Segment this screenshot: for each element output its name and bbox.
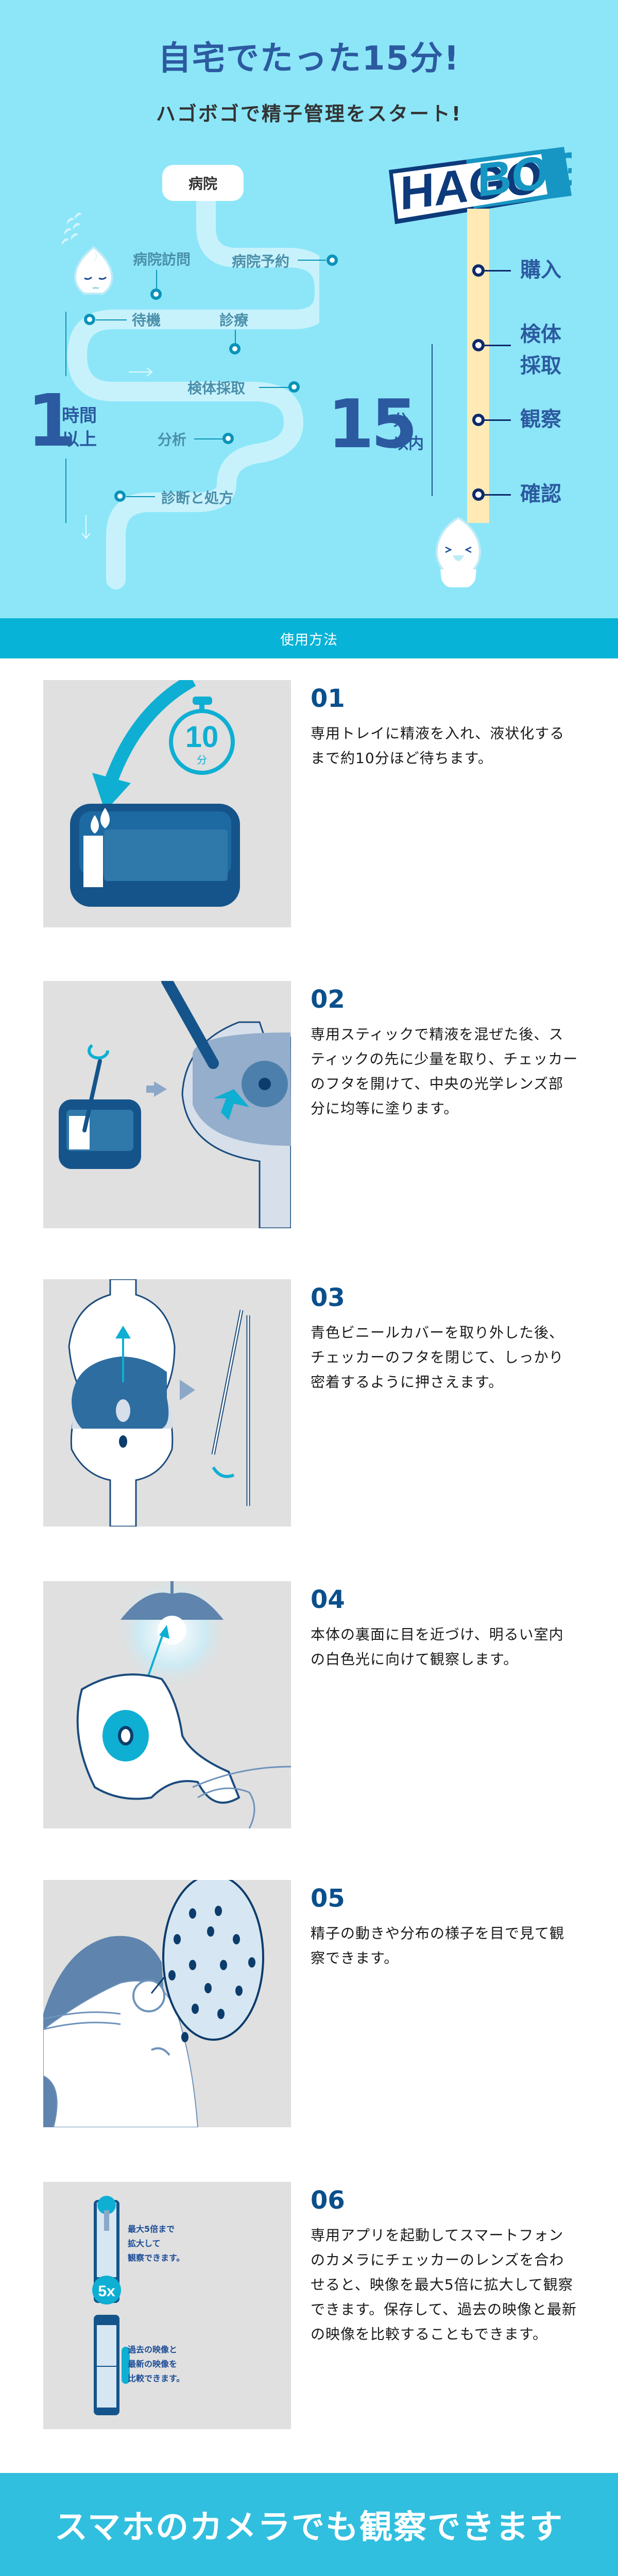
light-observe-illustration (76, 1581, 291, 1828)
cover-removal-illustration (68, 1279, 250, 1527)
route-label-analysis: 分析 (158, 431, 187, 448)
zoom-caption: 最大5倍まで 拡大して 観察できます。 (128, 2222, 184, 2265)
route-connector (298, 260, 326, 261)
step-illustration (43, 981, 291, 1228)
usage-step: 02 専用スティックで精液を混ぜた後、スティックの先に少量を取り、チェッカーのフ… (0, 981, 618, 1228)
svg-text:BOGO: BOGO (477, 147, 572, 207)
hagobogo-connector (484, 419, 511, 421)
mascot-happy-icon (435, 516, 482, 587)
hagobogo-duration-number: 15 (328, 385, 418, 463)
svg-text:分: 分 (197, 754, 207, 766)
zoom-caption-line: 拡大して (128, 2239, 161, 2248)
step-illustration: 10 分 (43, 680, 291, 927)
compare-caption-line: 最新の映像を (128, 2359, 178, 2369)
hagobogo-step-observe: 観察 (520, 408, 561, 431)
usage-step: 05 精子の動きや分布の様子を目で見て観察できます。 (0, 1880, 618, 2127)
route-connector (235, 330, 236, 346)
hospital-route-path (67, 189, 319, 589)
route-label-sampling: 検体採取 (187, 380, 246, 397)
hagobogo-dot-purchase (472, 264, 485, 277)
step-number: 05 (311, 1884, 345, 1913)
step-description: 青色ビニールカバーを取り外した後、チェッカーのフタを閉じて、しっかり密着するよう… (311, 1324, 564, 1391)
zoom-caption-line: 観察できます。 (128, 2253, 185, 2263)
usage-step: 10 分 01 専用トレイに精液を入れ、液状化するまで約10分ほど待ちます。 (0, 680, 618, 927)
hagobogo-duration-unit: 分 (393, 412, 408, 430)
route-label-diagnosis: 診断と処方 (161, 489, 234, 506)
usage-step: 03 青色ビニールカバーを取り外した後、チェッカーのフタを閉じて、しっかり密着す… (0, 1279, 618, 1527)
route-connector (194, 438, 222, 439)
step-illustration: 5x 最大5倍まで 拡大して 観察できます。 過去の映像と 最新の映像を 比較で… (43, 2182, 291, 2429)
usage-step: 5x 最大5倍まで 拡大して 観察できます。 過去の映像と 最新の映像を 比較で… (0, 2182, 618, 2429)
route-dot-reservation (327, 255, 338, 266)
step-number: 04 (311, 1585, 345, 1614)
hagobogo-duration-unit-2: 以内 (393, 435, 424, 453)
step-illustration (43, 1880, 291, 2127)
tray-timer-illustration: 10 分 (70, 680, 240, 907)
compare-caption-line: 過去の映像と (128, 2345, 178, 2354)
duration-bracket-line (65, 312, 66, 376)
step-illustration (43, 1581, 291, 1828)
step-description: 専用アプリを起動してスマートフォンのカメラにチェッカーのレンズを合わせると、映像… (311, 2227, 577, 2343)
hagobogo-connector (484, 270, 511, 272)
hagobogo-connector (484, 494, 511, 496)
route-dot-sampling (288, 381, 300, 393)
step-description: 精子の動きや分布の様子を目で見て観察できます。 (311, 1925, 565, 1967)
step-description: 専用スティックで精液を混ぜた後、スティックの先に少量を取り、チェッカーのフタを開… (311, 1026, 578, 1117)
hero-subtitle: ハゴボゴで精子管理をスタート! (156, 103, 462, 125)
sperm-view-illustration (43, 1880, 264, 2127)
route-dot-consult (229, 343, 241, 354)
route-label-reservation: 病院予約 (232, 253, 290, 270)
duration-bracket-line (65, 459, 66, 523)
hagobogo-dot-confirm (472, 488, 485, 501)
app-zoom-illustration: 5x (92, 2196, 130, 2415)
compare-caption: 過去の映像と 最新の映像を 比較できます。 (128, 2343, 184, 2386)
step-number: 01 (311, 684, 345, 713)
hospital-duration-unit: 時間 (62, 405, 97, 426)
route-label-visit: 病院訪問 (133, 251, 191, 268)
step-number: 02 (311, 985, 345, 1014)
svg-text:10: 10 (185, 720, 219, 754)
hagobogo-logo: HAGO BOGO (389, 147, 572, 224)
hagobogo-timeline-bar (467, 209, 489, 523)
step-description: 本体の裏面に目を近づけ、明るい室内の白色光に向けて観察します。 (311, 1626, 564, 1668)
route-label-waiting: 待機 (132, 312, 161, 329)
route-label-consult: 診療 (219, 312, 249, 329)
hagobogo-step-purchase: 購入 (520, 258, 561, 282)
step-description: 専用トレイに精液を入れ、液状化するまで約10分ほど待ちます。 (311, 725, 565, 767)
route-connector (259, 387, 290, 388)
hagobogo-dot-observe (472, 414, 485, 426)
smartphone-section-title: スマホのカメラでも観察できます (0, 2473, 618, 2576)
route-dot-visit (150, 289, 162, 300)
hospital-label: 病院 (162, 165, 244, 201)
stick-lens-illustration (59, 981, 291, 1228)
hagobogo-step-sampling: 検体 (520, 323, 561, 346)
usage-section-header: 使用方法 (0, 618, 618, 658)
route-connector (156, 270, 157, 291)
hospital-duration-number: 1 (27, 379, 77, 463)
svg-text:5x: 5x (98, 2283, 115, 2300)
mascot-sad-icon (62, 212, 113, 295)
usage-step: 04 本体の裏面に目を近づけ、明るい室内の白色光に向けて観察します。 (0, 1581, 618, 1828)
hero-title: 自宅でたった15分! (158, 40, 460, 78)
route-dot-analysis (222, 433, 234, 444)
hagobogo-dot-sampling (472, 339, 485, 351)
hero-section: 自宅でたった15分! ハゴボゴで精子管理をスタート! 病院 病院予約 病院訪問 … (0, 0, 618, 618)
hagobogo-step-confirm: 確認 (520, 482, 561, 506)
route-connector (126, 496, 155, 497)
compare-caption-line: 比較できます。 (128, 2374, 185, 2383)
duration-bracket-line (432, 344, 433, 496)
route-dot-diagnosis (114, 490, 126, 502)
hagobogo-connector (484, 345, 511, 346)
hagobogo-step-sampling-2: 採取 (520, 354, 561, 378)
route-dot-waiting (84, 314, 95, 325)
step-number: 06 (311, 2186, 345, 2215)
step-illustration (43, 1279, 291, 1527)
hospital-duration-unit-2: 以上 (62, 429, 97, 450)
zoom-caption-line: 最大5倍まで (128, 2224, 175, 2234)
step-number: 03 (311, 1283, 345, 1312)
route-connector (96, 319, 127, 320)
